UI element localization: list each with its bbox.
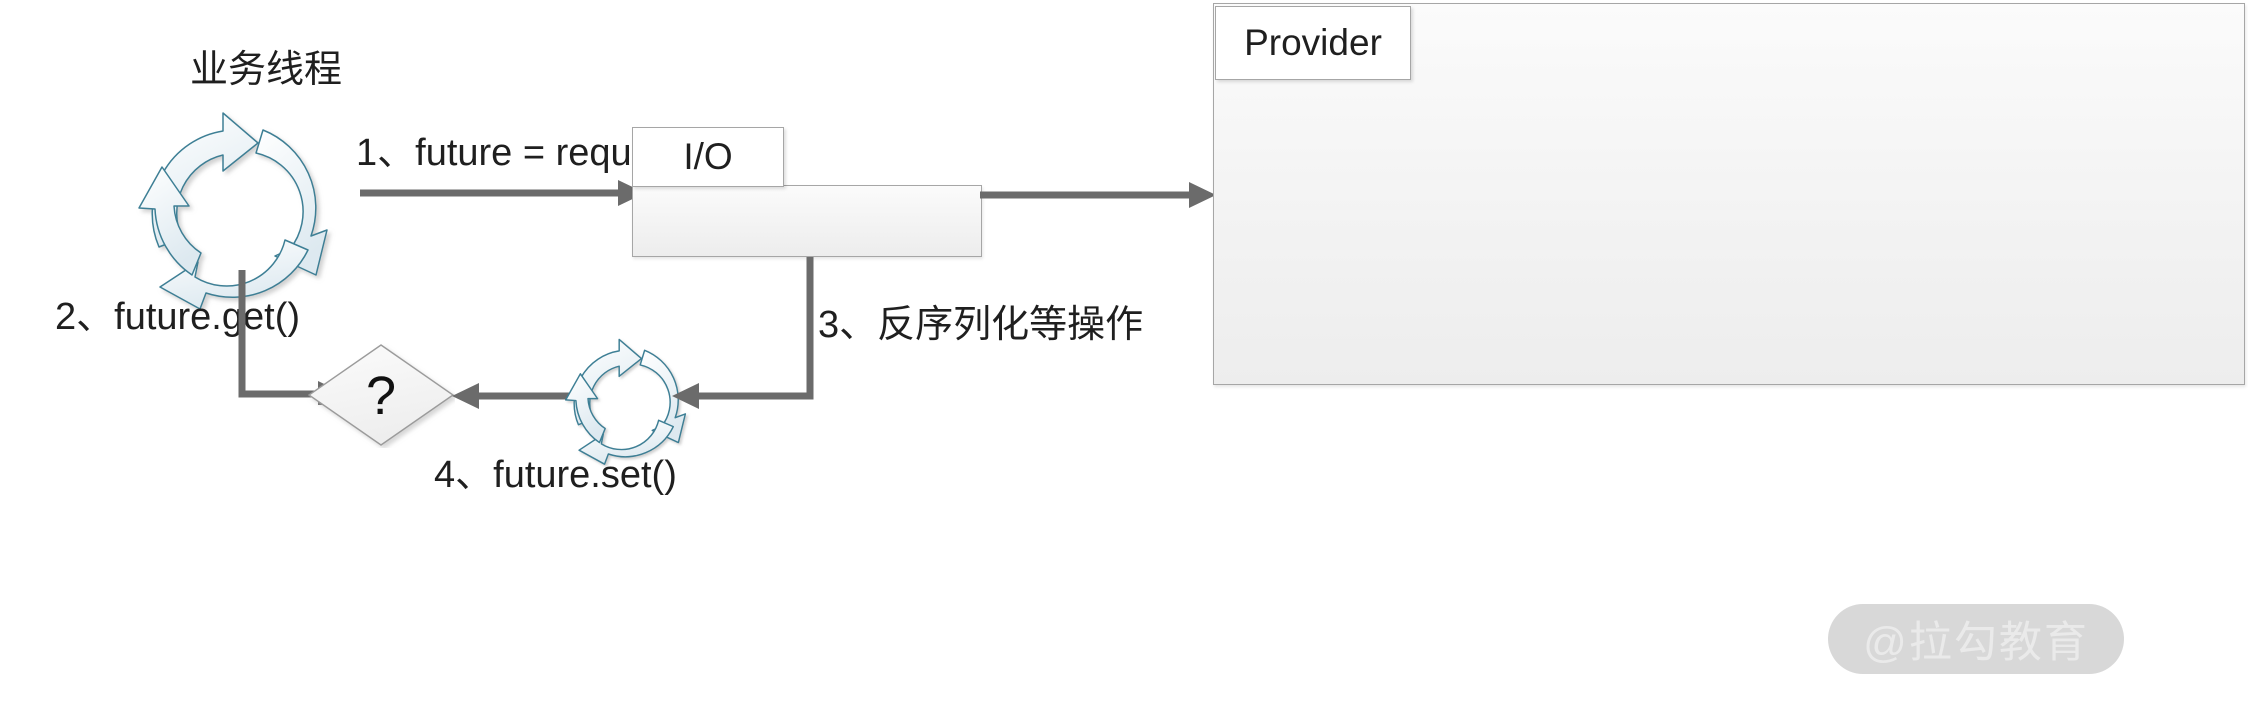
io-package-tab: I/O: [632, 127, 784, 187]
watermark-badge: @拉勾教育: [1828, 604, 2124, 674]
connector-step4-arrow: [452, 381, 584, 411]
circular-arrows-icon-business-thread: [130, 95, 350, 315]
watermark-text: @拉勾教育: [1863, 619, 2089, 667]
provider-package-label: Provider: [1244, 22, 1382, 63]
business-thread-title: 业务线程: [190, 49, 343, 91]
io-package-label: I/O: [683, 136, 733, 177]
connector-step3-arrow: [672, 257, 817, 417]
circular-arrows-icon-future-set: [560, 328, 700, 468]
provider-package-tab: Provider: [1215, 6, 1411, 80]
edge-label-step2: 2、future.get(): [55, 296, 300, 338]
connector-step1-arrow: [360, 178, 645, 208]
edge-label-step3: 3、反序列化等操作: [818, 304, 1144, 346]
edge-label-step4: 4、future.set(): [434, 454, 677, 496]
decision-diamond: ?: [307, 343, 455, 448]
io-package-body: [632, 185, 982, 257]
decision-diamond-label: ?: [365, 365, 397, 426]
connector-io-to-provider-arrow: [980, 180, 1216, 210]
